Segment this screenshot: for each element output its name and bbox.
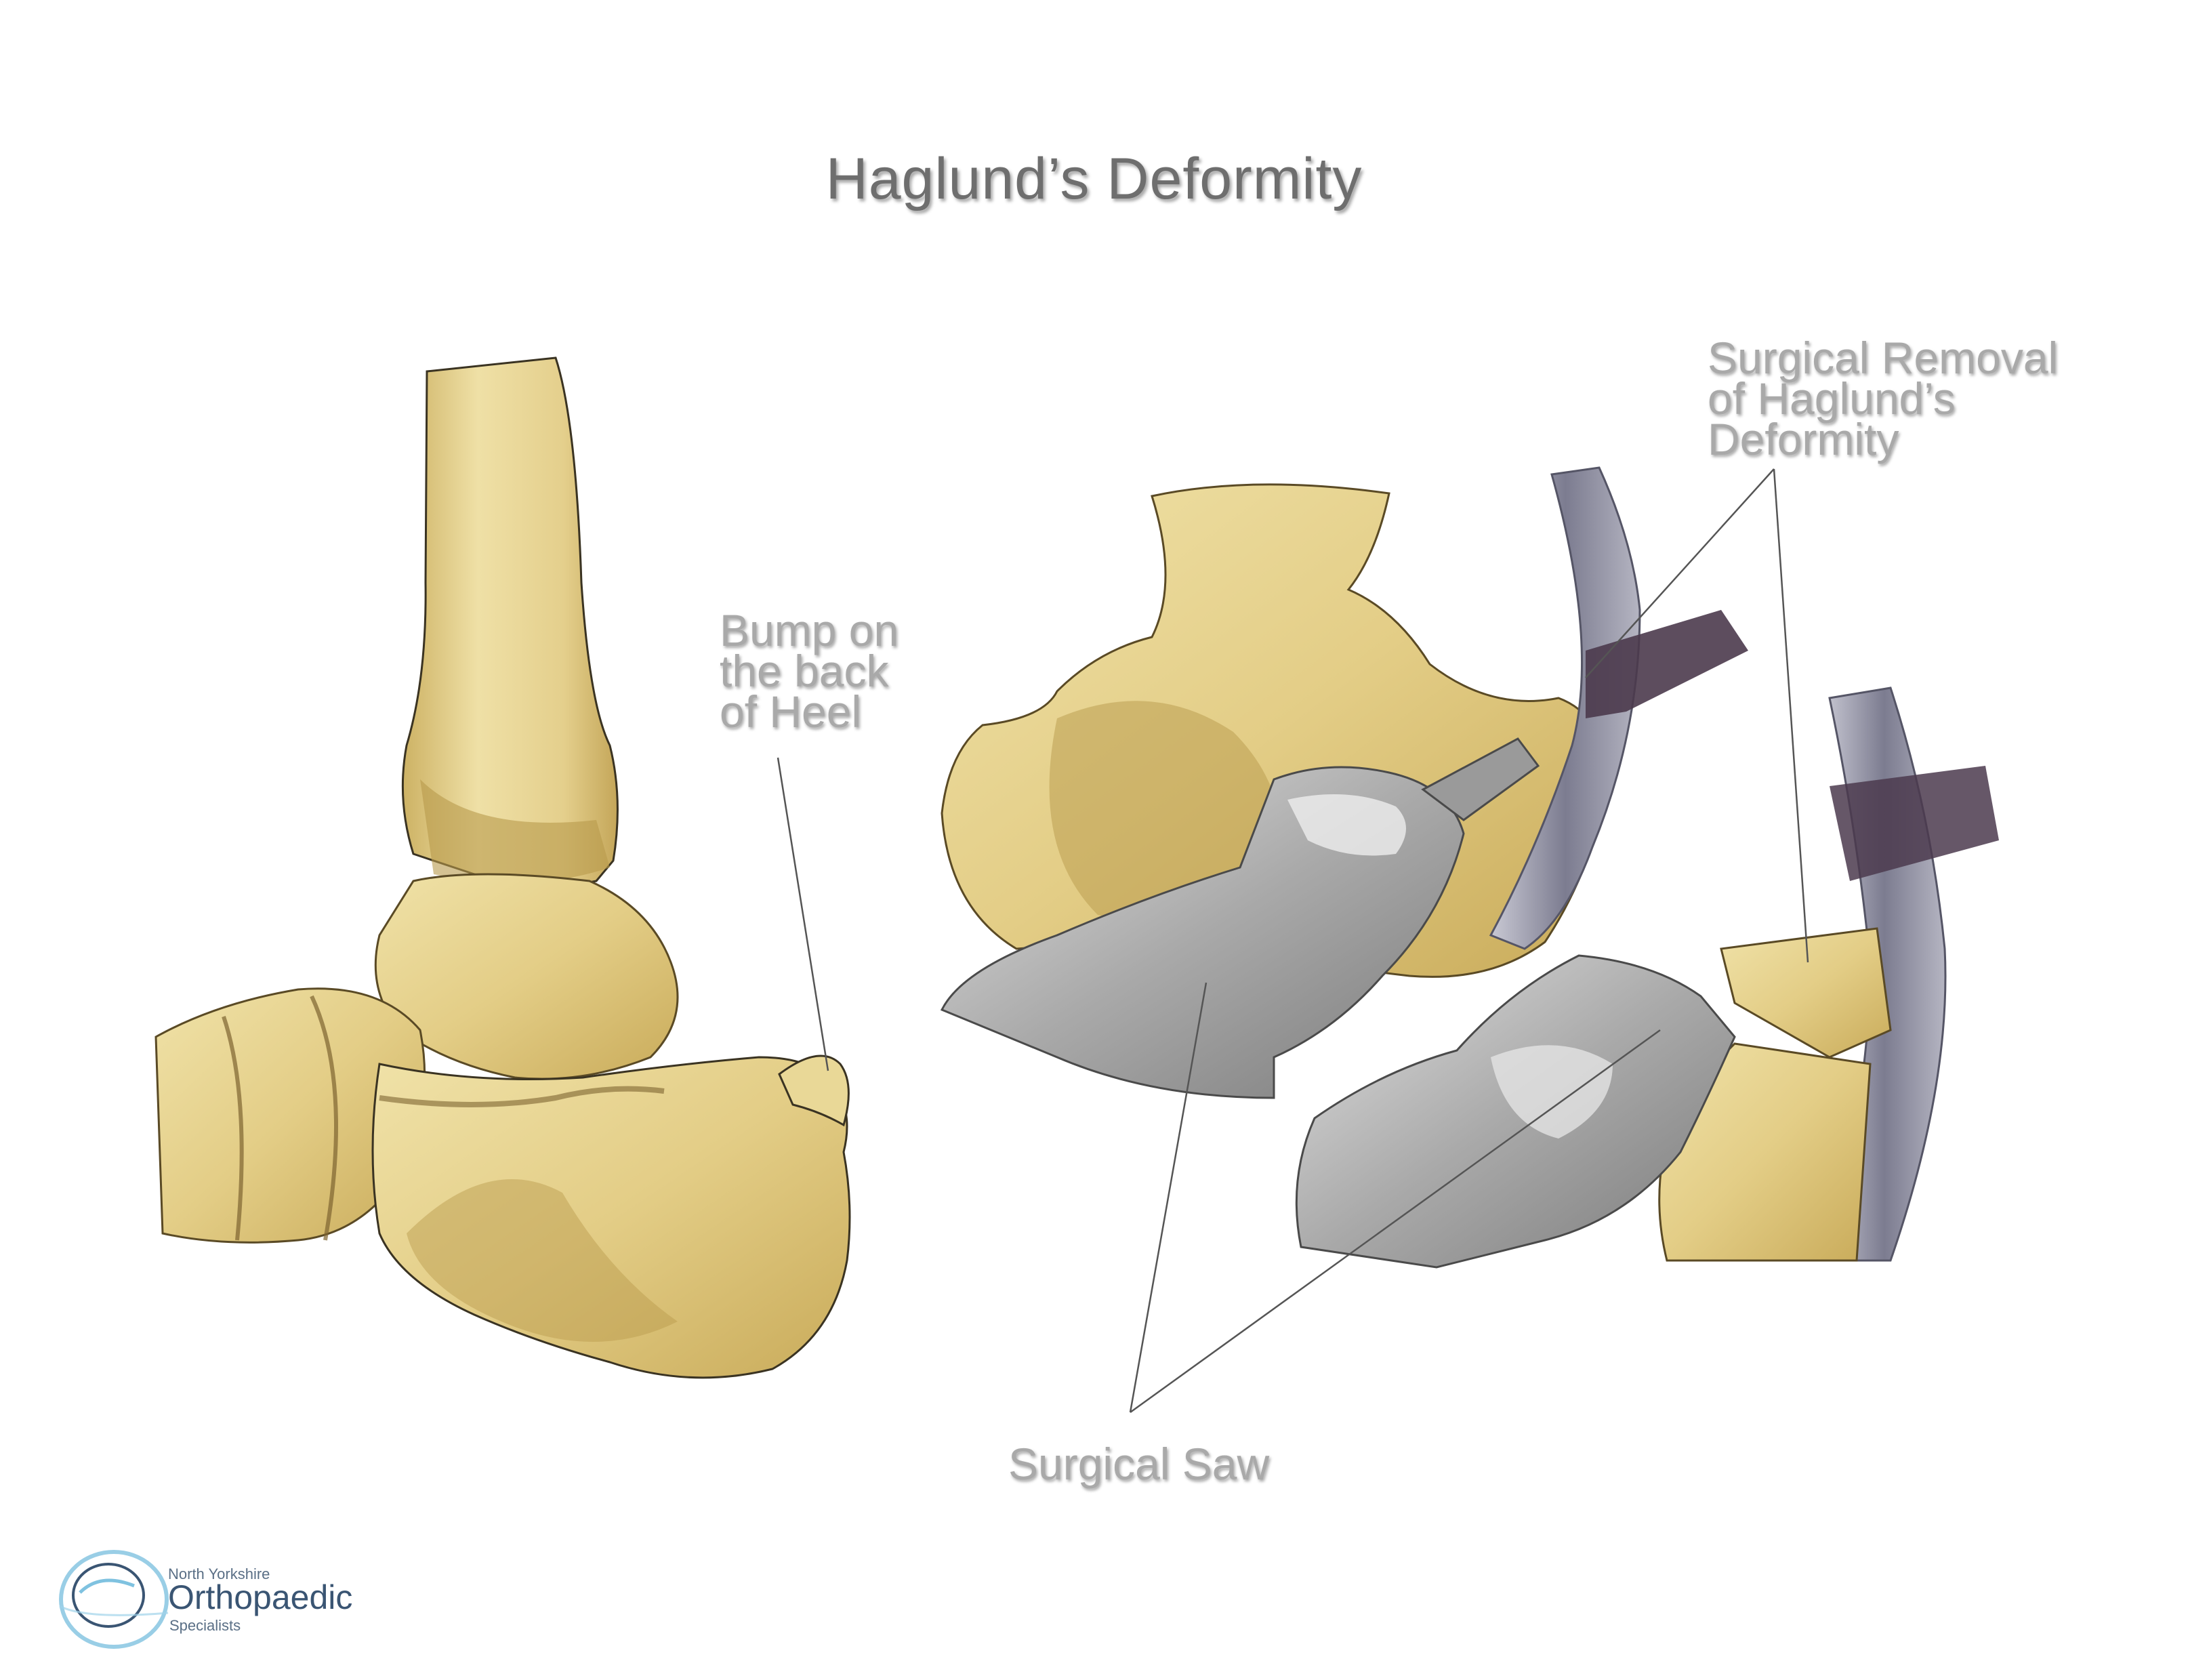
right-lower-illustration (1295, 687, 1999, 1269)
bump-label-line-1: Bump on (720, 605, 899, 655)
heel-bump (778, 1054, 850, 1127)
bump-leader-line (777, 757, 829, 1071)
right-upper-illustration (940, 466, 1748, 1099)
achilles-tendon-upper (1489, 466, 1641, 950)
tibia-shade (420, 779, 610, 883)
bump-label: Bump on the back of Heel (720, 605, 899, 737)
surgical-saw-highlight (1287, 794, 1406, 856)
surgical-saw-lower-highlight (1491, 1045, 1613, 1139)
midfoot-joint-line (222, 995, 338, 1241)
surgical-saw-blade (1421, 737, 1540, 821)
saw-label: Surgical Saw (1008, 1439, 1270, 1489)
logo-emblem (59, 1550, 169, 1649)
tibia-bone (401, 356, 619, 888)
logo-line-1: North Yorkshire (168, 1565, 270, 1582)
saw-label-text: Surgical Saw (1008, 1439, 1270, 1489)
retractor-strap-upper (1586, 610, 1748, 718)
removal-leader-line-1 (1585, 468, 1775, 678)
saw-leader-line-2 (1130, 1029, 1661, 1414)
diagram-title: Haglund’s Deformity (825, 146, 1363, 211)
logo: North Yorkshire Orthopaedic Specialists (60, 1525, 412, 1654)
subtalar-joint-line (379, 1086, 665, 1107)
saw-leader-line-1 (1129, 982, 1207, 1413)
calcaneus-bone (371, 1056, 851, 1379)
logo-line-3: Specialists (169, 1617, 241, 1634)
haglund-bone-fragment (1720, 927, 1892, 1059)
retractor-strap-lower (1830, 766, 1999, 881)
removal-label-line-2: of Haglund’s (1708, 373, 1956, 424)
removal-label: Surgical Removal of Haglund’s Deformity (1708, 333, 2059, 464)
removal-leader-line-2 (1773, 468, 1809, 963)
bump-label-line-2: the back (720, 646, 889, 696)
removal-label-line-3: Deformity (1708, 414, 1899, 464)
calcaneus-shade (407, 1179, 678, 1342)
bump-label-line-3: of Heel (720, 687, 862, 737)
logo-main-text: Orthopaedic (168, 1578, 353, 1616)
left-foot-illustration (154, 356, 851, 1379)
removal-label-line-1: Surgical Removal (1708, 333, 2059, 383)
leader-lines (777, 468, 1809, 1414)
tibia-cut-shade (1049, 701, 1282, 922)
